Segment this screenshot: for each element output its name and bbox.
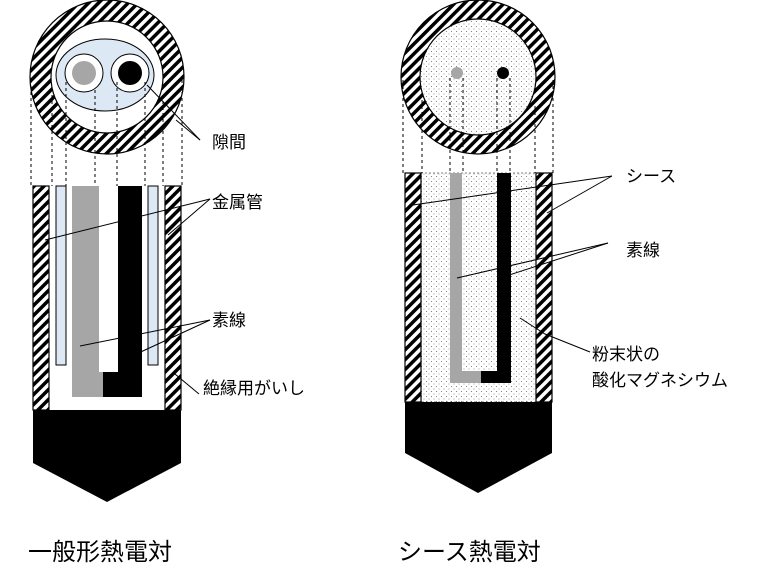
general-tip (33, 410, 181, 502)
sheath-black-wire (481, 173, 511, 383)
general-leader-lines (44, 84, 211, 395)
general-left-insulator (55, 185, 67, 366)
gap-label: 隙間 (212, 133, 246, 153)
sheath-leader-lines (412, 175, 613, 353)
general-gray-wire (72, 186, 119, 397)
general-longitudinal-section (32, 185, 182, 502)
sheath-projection-lines (402, 78, 554, 173)
general-cross-section (29, 0, 185, 155)
sheath-label: シース (626, 167, 676, 187)
sheath-wire-label: 素線 (626, 241, 660, 261)
sheath-black-wire-section (497, 67, 509, 79)
powder-label-line1: 粉末状の (592, 345, 660, 365)
sheath-caption: シース熱電対 (398, 538, 541, 566)
insulator-label: 絶縁用がいし (203, 379, 305, 399)
general-wire-label: 素線 (212, 311, 246, 331)
metal-tube-label: 金属管 (212, 193, 263, 213)
sheath-gray-wire (450, 173, 481, 383)
sheath-left-wall (404, 172, 422, 403)
sheath-gray-wire-section (451, 67, 463, 79)
general-left-tube-wall (32, 185, 50, 411)
sheath-thermocouple: シース 素線 粉末状の 酸化マグネシウム シース熱電対 (398, 0, 728, 566)
general-projection-lines (30, 80, 183, 186)
general-caption: 一般形熱電対 (28, 538, 172, 566)
general-thermocouple: 隙間 金属管 素線 絶縁用がいし 一般形熱電対 (28, 0, 305, 566)
sheath-powder-fill (420, 172, 537, 403)
general-black-wire (103, 186, 142, 397)
sheath-tip (405, 402, 552, 493)
sheath-cross-section (400, 0, 556, 155)
general-right-insulator (147, 185, 159, 366)
sheath-longitudinal-section (404, 172, 553, 493)
sheath-right-wall (535, 172, 553, 403)
general-black-wire-section (118, 61, 142, 85)
general-gray-wire-section (72, 61, 96, 85)
powder-label-line2: 酸化マグネシウム (592, 371, 728, 391)
sheath-powder-section (419, 18, 537, 136)
